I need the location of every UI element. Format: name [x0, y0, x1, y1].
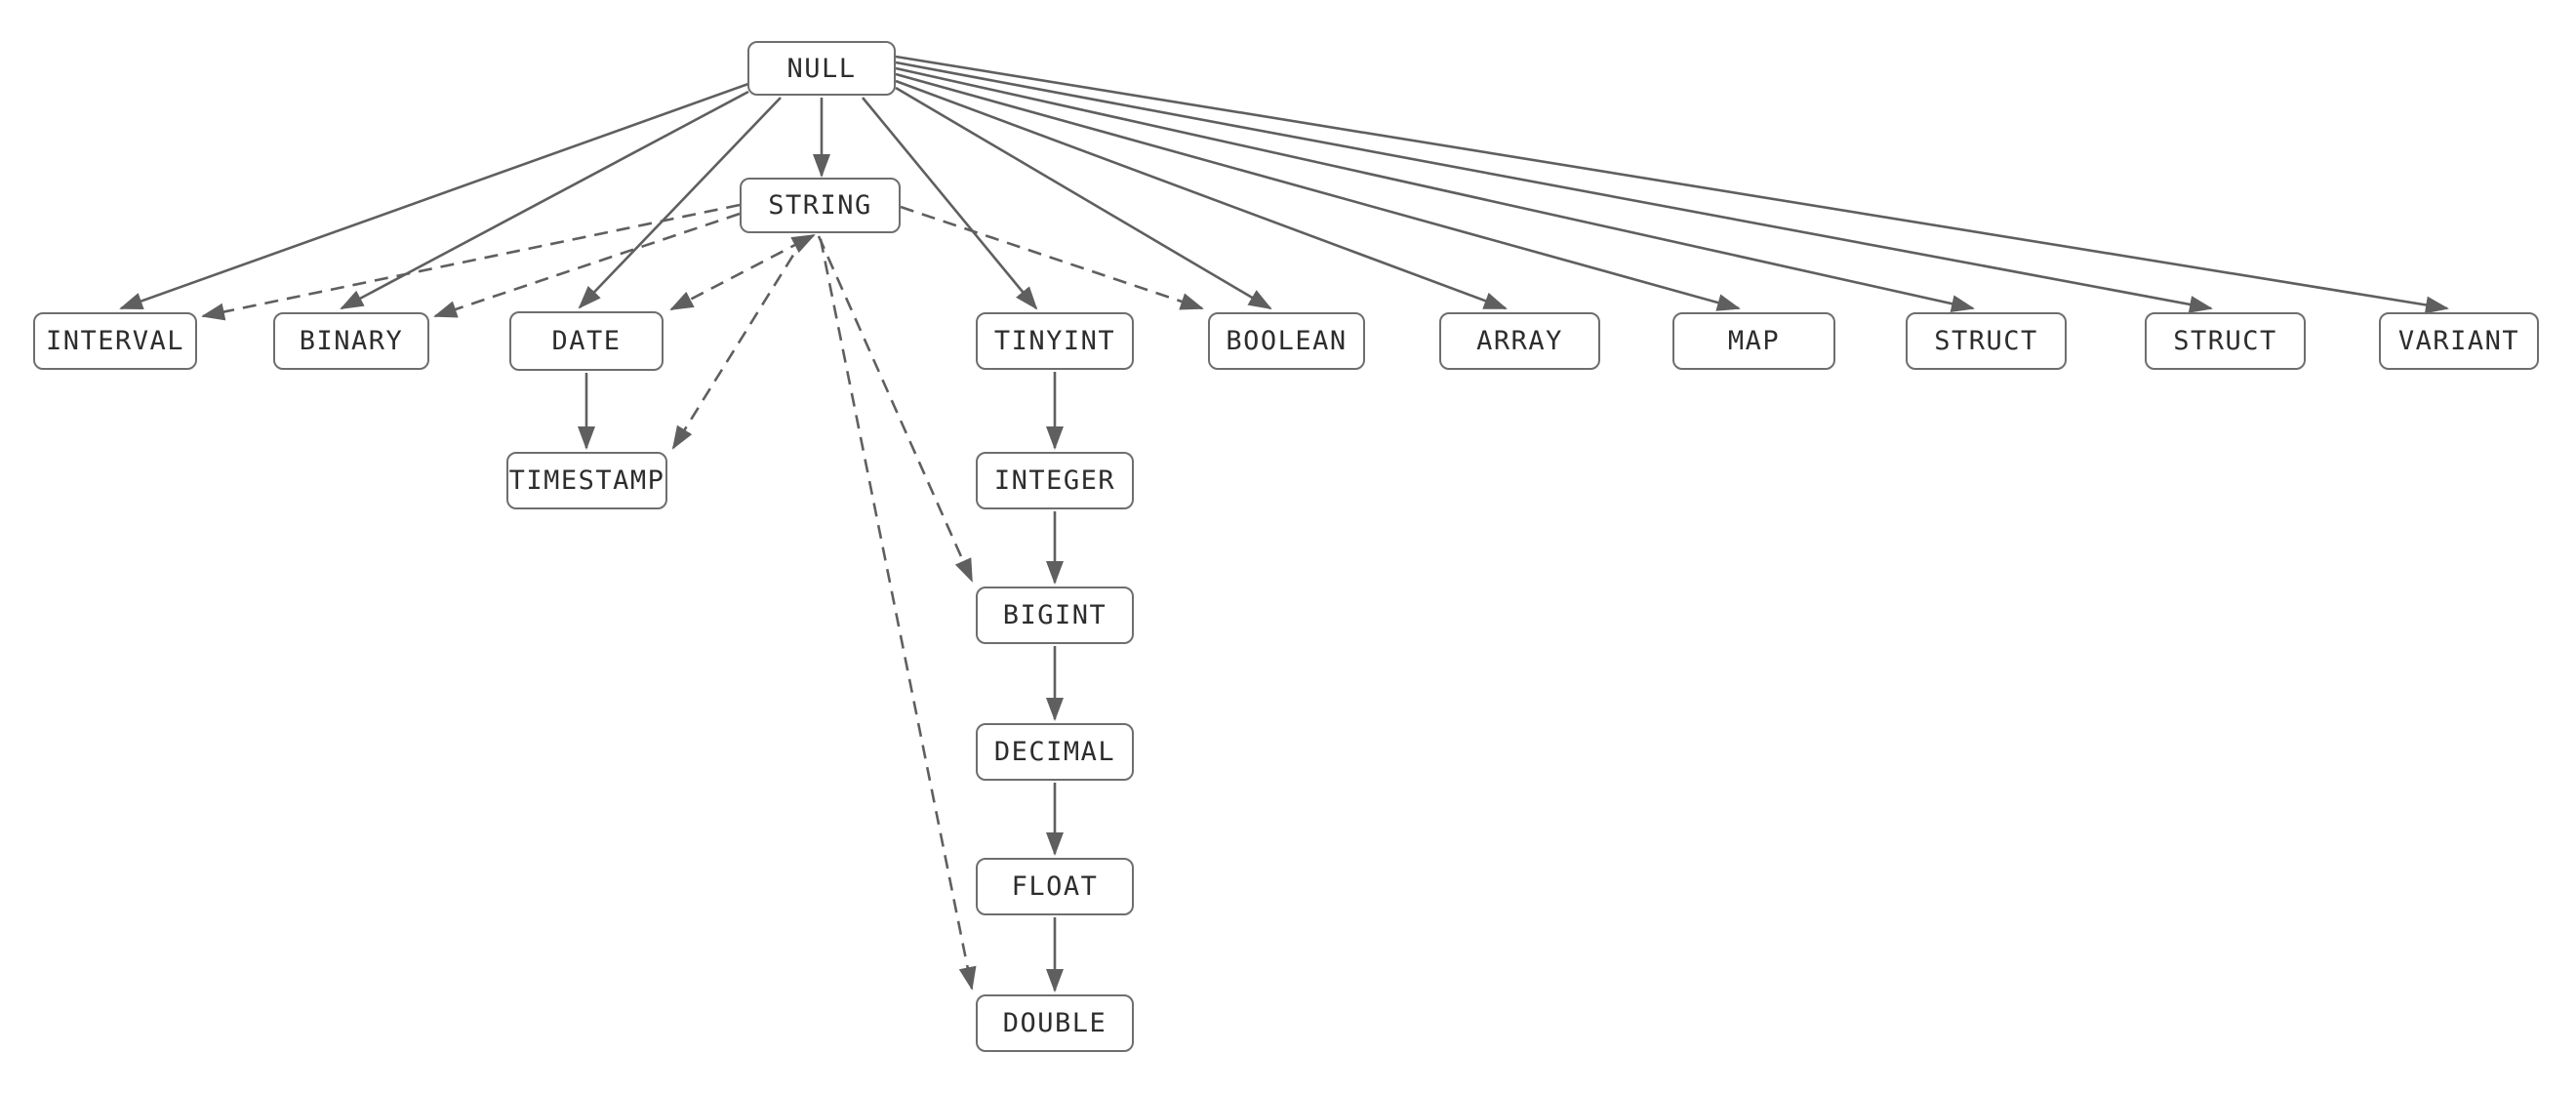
edge-null-map	[895, 72, 1741, 311]
node-interval: INTERVAL	[33, 312, 197, 370]
node-integer: INTEGER	[976, 452, 1134, 509]
edge-null-tinyint	[861, 97, 1038, 310]
edge-null-struct1	[895, 66, 1975, 312]
node-float: FLOAT	[976, 858, 1134, 915]
node-variant: VARIANT	[2379, 312, 2539, 370]
node-binary: BINARY	[273, 312, 429, 370]
node-map: MAP	[1672, 312, 1835, 370]
edge-string-boolean	[900, 205, 1204, 310]
node-date: DATE	[509, 311, 664, 371]
edge-string-double	[819, 238, 977, 991]
edge-null-boolean	[895, 86, 1272, 310]
node-struct2: STRUCT	[2145, 312, 2306, 370]
node-double: DOUBLE	[976, 994, 1134, 1052]
edge-string-bigint	[817, 235, 974, 583]
edge-string-timestamp	[671, 235, 807, 450]
node-timestamp: TIMESTAMP	[506, 452, 667, 509]
edge-null-struct2	[895, 61, 2213, 313]
node-string: STRING	[740, 178, 901, 233]
node-bigint: BIGINT	[976, 587, 1134, 644]
edge-null-date	[578, 97, 782, 309]
node-tinyint: TINYINT	[976, 312, 1134, 370]
node-boolean: BOOLEAN	[1208, 312, 1365, 370]
edge-string-date	[669, 233, 816, 311]
node-struct1: STRUCT	[1906, 312, 2067, 370]
edge-null-array	[895, 79, 1508, 310]
edge-null-interval	[119, 82, 749, 310]
edge-string-binary	[433, 212, 741, 318]
edge-null-variant	[895, 55, 2449, 314]
node-null: NULL	[747, 41, 896, 96]
node-array: ARRAY	[1439, 312, 1600, 370]
node-decimal: DECIMAL	[976, 723, 1134, 781]
edge-string-interval	[201, 203, 741, 321]
edges	[119, 55, 2449, 992]
